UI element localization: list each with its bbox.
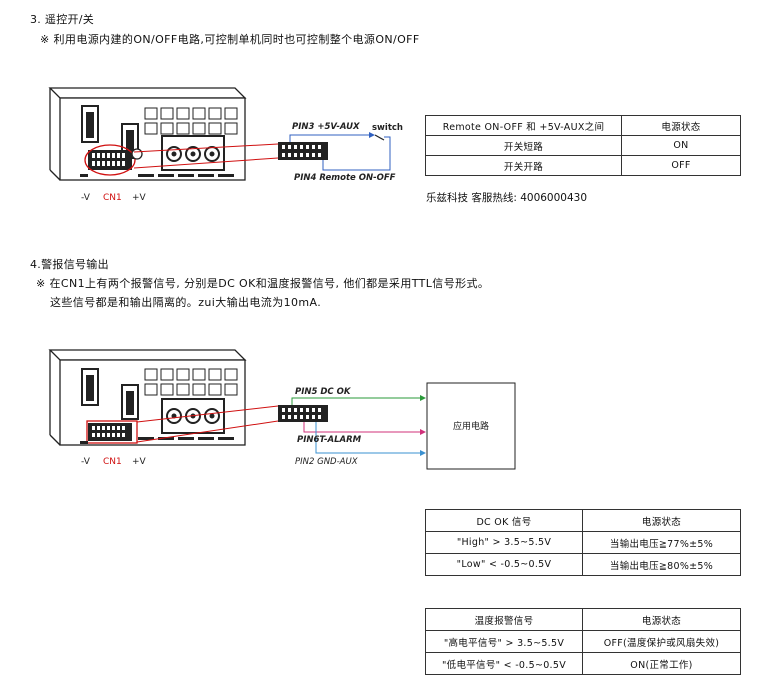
- table-header-cell: 电源状态: [582, 608, 741, 631]
- alarm-output-diagram: 应用电路 PIN5 DC OK PIN6T-ALARM PIN2 GND-AUX…: [48, 349, 516, 470]
- table-cell: OFF: [621, 155, 741, 176]
- pin4-label: PIN4 Remote ON-OFF: [294, 173, 396, 183]
- table-header-cell: 电源状态: [621, 115, 741, 136]
- plus-v-label: +V: [132, 457, 147, 467]
- pin3-wire: [289, 134, 369, 142]
- section4-note1: ※ 在CN1上有两个报警信号, 分别是DC OK和温度报警信号, 他们都是采用T…: [36, 277, 490, 290]
- table-header-row: DC OK 信号 电源状态: [425, 509, 741, 532]
- table-row: 开关短路 ON: [425, 135, 741, 156]
- table-cell: 开关短路: [425, 135, 622, 156]
- table-cell: "Low" < -0.5~0.5V: [425, 553, 583, 576]
- dcok-signal-table: DC OK 信号 电源状态 "High" > 3.5~5.5V 当输出电压≧77…: [425, 509, 741, 576]
- application-circuit-label: 应用电路: [453, 420, 489, 432]
- dcok-wire: [291, 397, 420, 405]
- table-cell: ON(正常工作): [582, 652, 741, 675]
- cn1-label: CN1: [103, 457, 122, 467]
- minus-v-label: -V: [81, 457, 91, 467]
- table-cell: "低电平信号" < -0.5~0.5V: [425, 652, 583, 675]
- remote-onoff-diagram: PIN3 +5V-AUX switch PIN4 Remote ON-OFF -…: [48, 87, 403, 203]
- table-header-cell: 温度报警信号: [425, 608, 583, 631]
- cn1-label: CN1: [103, 193, 122, 203]
- table-header-cell: DC OK 信号: [425, 509, 583, 532]
- table-cell: OFF(温度保护或风扇失效): [582, 630, 741, 653]
- table-header-row: Remote ON-OFF 和 +5V-AUX之间 电源状态: [425, 115, 741, 136]
- pin6-label: PIN6T-ALARM: [297, 435, 362, 445]
- table-row: "低电平信号" < -0.5~0.5V ON(正常工作): [425, 652, 741, 675]
- plus-v-label: +V: [132, 193, 147, 203]
- zoom-line-bottom: [136, 420, 279, 443]
- pin4-wire: [322, 136, 391, 171]
- table-cell: "高电平信号" > 3.5~5.5V: [425, 630, 583, 653]
- remote-onoff-table: Remote ON-OFF 和 +5V-AUX之间 电源状态 开关短路 ON 开…: [425, 115, 741, 176]
- table-header-row: 温度报警信号 电源状态: [425, 608, 741, 631]
- table-row: 开关开路 OFF: [425, 155, 741, 176]
- cn1-pin-header-zoom: [278, 405, 328, 422]
- alarm-wire: [303, 422, 420, 433]
- table-cell: 开关开路: [425, 155, 622, 176]
- pin5-label: PIN5 DC OK: [295, 387, 352, 397]
- table-header-cell: Remote ON-OFF 和 +5V-AUX之间: [425, 115, 622, 136]
- section4-note2: 这些信号都是和输出隔离的。zui大输出电流为10mA.: [50, 296, 322, 309]
- section4-title: 4.警报信号输出: [30, 258, 109, 271]
- zoom-line-top: [136, 405, 279, 423]
- switch-label: switch: [372, 123, 403, 133]
- zoom-line-bottom: [133, 157, 279, 169]
- cn1-pin-header-zoom: [278, 142, 328, 160]
- gnd-wire: [315, 422, 420, 454]
- table-cell: "High" > 3.5~5.5V: [425, 531, 583, 554]
- section3-note: ※ 利用电源内建的ON/OFF电路,可控制单机同时也可控制整个电源ON/OFF: [40, 33, 420, 46]
- table-row: "High" > 3.5~5.5V 当输出电压≧77%±5%: [425, 531, 741, 554]
- customer-hotline: 乐兹科技 客服热线: 4006000430: [426, 192, 588, 204]
- zoom-line-top: [133, 143, 279, 153]
- pin2-label: PIN2 GND-AUX: [295, 457, 358, 467]
- table-row: "Low" < -0.5~0.5V 当输出电压≧80%±5%: [425, 553, 741, 576]
- application-circuit-box: [426, 382, 516, 470]
- table-row: "高电平信号" > 3.5~5.5V OFF(温度保护或风扇失效): [425, 630, 741, 653]
- power-supply-illustration: [48, 87, 247, 181]
- pin3-label: PIN3 +5V-AUX: [292, 122, 360, 132]
- table-cell: ON: [621, 135, 741, 156]
- temperature-alarm-table: 温度报警信号 电源状态 "高电平信号" > 3.5~5.5V OFF(温度保护或…: [425, 608, 741, 675]
- table-cell: 当输出电压≧80%±5%: [582, 553, 741, 576]
- minus-v-label: -V: [81, 193, 91, 203]
- table-cell: 当输出电压≧77%±5%: [582, 531, 741, 554]
- section3-title: 3. 遥控开/关: [30, 13, 95, 26]
- table-header-cell: 电源状态: [582, 509, 741, 532]
- switch-symbol: [374, 134, 385, 141]
